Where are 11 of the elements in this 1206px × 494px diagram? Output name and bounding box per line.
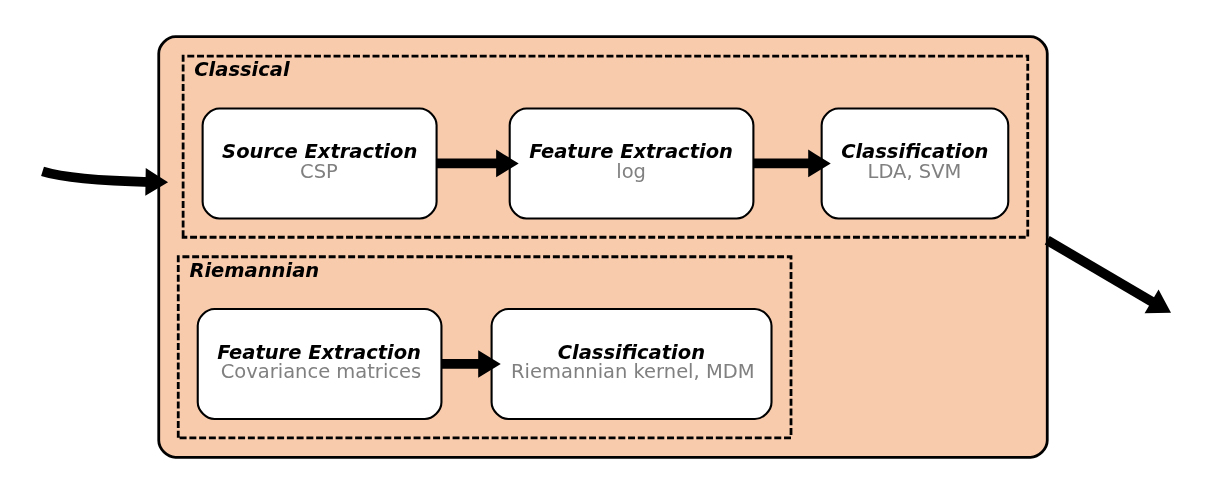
arrow <box>441 350 501 378</box>
node-box: Classification LDA, SVM <box>820 107 1010 220</box>
arrow <box>753 149 831 178</box>
arrow <box>437 149 519 178</box>
arrow <box>1044 236 1172 314</box>
node-box: Classification Riemannian kernel, MDM <box>490 307 773 421</box>
cluster <box>157 35 1049 459</box>
node-box: Feature Extraction log <box>508 107 755 220</box>
node-box: Source Extraction CSP <box>201 107 438 220</box>
arrow <box>41 166 169 196</box>
node-box: Feature Extraction Covariance matrices <box>196 307 443 421</box>
